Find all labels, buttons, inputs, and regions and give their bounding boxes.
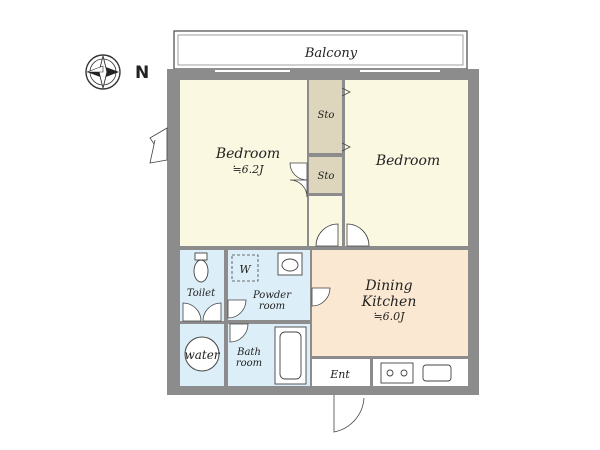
washer-spot [231,254,259,282]
storage-upper-doors [341,87,351,152]
water-heater-label: water [184,348,220,362]
bath-room-door [229,323,249,343]
powder-hall-door [311,287,331,307]
storage-upper-floor [309,80,342,153]
storage-lower-label: Sto [318,171,335,182]
toilet-door [182,302,222,322]
powder-room-door [227,299,247,319]
bedroom-right-label: Bedroom [375,153,440,169]
bedroom-left-label: Bedroom [215,146,280,162]
balcony-label: Balcony [304,46,358,61]
entrance-floor [312,359,370,386]
toilet-label: Toilet [187,288,216,299]
bedroom-left-area: ≒6.2J [232,163,264,176]
storage-upper-label: Sto [318,110,335,121]
dining-kitchen-label-line2: Kitchen [361,294,417,310]
bedroom-right-floor [345,80,468,246]
entrance-label: Ent [329,368,350,381]
dining-kitchen-floor [312,250,468,356]
storage-lower-doors [289,162,308,198]
bedroom-left-floor [180,80,307,246]
bathtub-icon [274,326,307,385]
water-heater-icon [184,336,220,372]
kitchen-sink-icon [422,364,452,382]
stove-icon [380,362,414,384]
toilet-fixture [193,252,209,283]
bath-room-label-line1: Bath [236,347,261,358]
balcony [173,30,468,70]
dining-kitchen-area: ≒6.0J [373,310,405,323]
compass-rose-icon [85,54,121,90]
storage-lower-floor [309,157,342,193]
bath-room-label-line2: room [236,358,262,369]
washer-label: W [239,263,252,276]
sink-icon [277,252,303,276]
powder-room-label-line1: Powder [252,290,292,301]
powder-room-label-line2: room [259,301,285,312]
dining-kitchen-label-line1: Dining [364,278,412,294]
entrance-door [333,395,365,433]
bedroom-doors [315,223,370,247]
compass-north-label: N [135,63,149,83]
side-bay-window [149,127,168,164]
